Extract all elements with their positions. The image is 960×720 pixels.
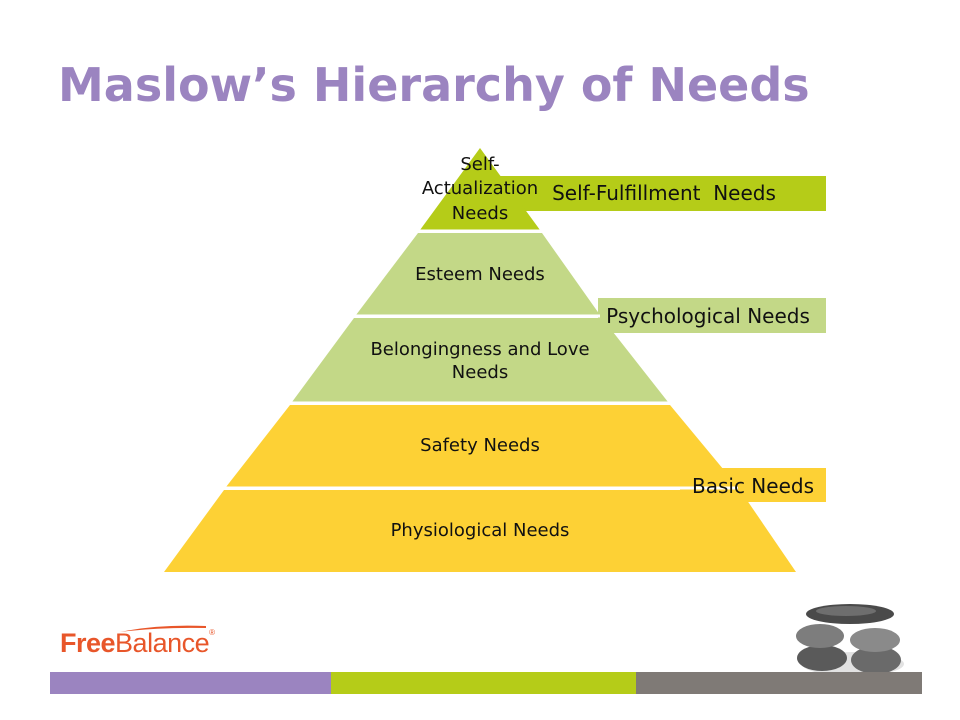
- category-label-basic: Basic Needs: [692, 474, 814, 498]
- footer-segment-gray: [636, 672, 922, 694]
- tier-self-actualization: [420, 148, 540, 230]
- tier-label-self-line1: Self-: [460, 154, 499, 175]
- tier-safety: [226, 405, 738, 487]
- tier-label-safety: Safety Needs: [420, 435, 540, 456]
- logo-text-free: Free: [60, 628, 116, 658]
- tier-physiological: [164, 490, 796, 572]
- stacked-stones-image: [796, 604, 904, 676]
- footer-color-bar: [50, 672, 922, 694]
- category-label-self-fulfillment: Self-Fulfillment Needs: [552, 181, 776, 205]
- category-label-psychological: Psychological Needs: [606, 304, 810, 328]
- tier-label-physiological: Physiological Needs: [391, 520, 570, 541]
- tier-label-belonging-line1: Belongingness and Love: [370, 339, 589, 360]
- footer-segment-purple: [50, 672, 331, 694]
- tier-esteem: [356, 233, 600, 315]
- footer-segment-green: [331, 672, 636, 694]
- logo-swoosh-icon: [120, 625, 206, 632]
- category-banner-psychological: [598, 298, 826, 333]
- slide-title: Maslow’s Hierarchy of Needs: [58, 58, 810, 112]
- tier-label-self-line2: Actualization: [422, 178, 538, 199]
- freebalance-logo: FreeBalance®: [60, 628, 215, 659]
- logo-registered-mark: ®: [209, 628, 215, 637]
- tier-belongingness: [292, 318, 668, 402]
- tier-label-esteem: Esteem Needs: [415, 264, 545, 285]
- logo-text-balance: Balance: [115, 628, 210, 658]
- tier-label-self-line3: Needs: [452, 203, 508, 224]
- category-banner-self-fulfillment: [480, 176, 826, 211]
- tier-label-belonging-line2: Needs: [452, 362, 508, 383]
